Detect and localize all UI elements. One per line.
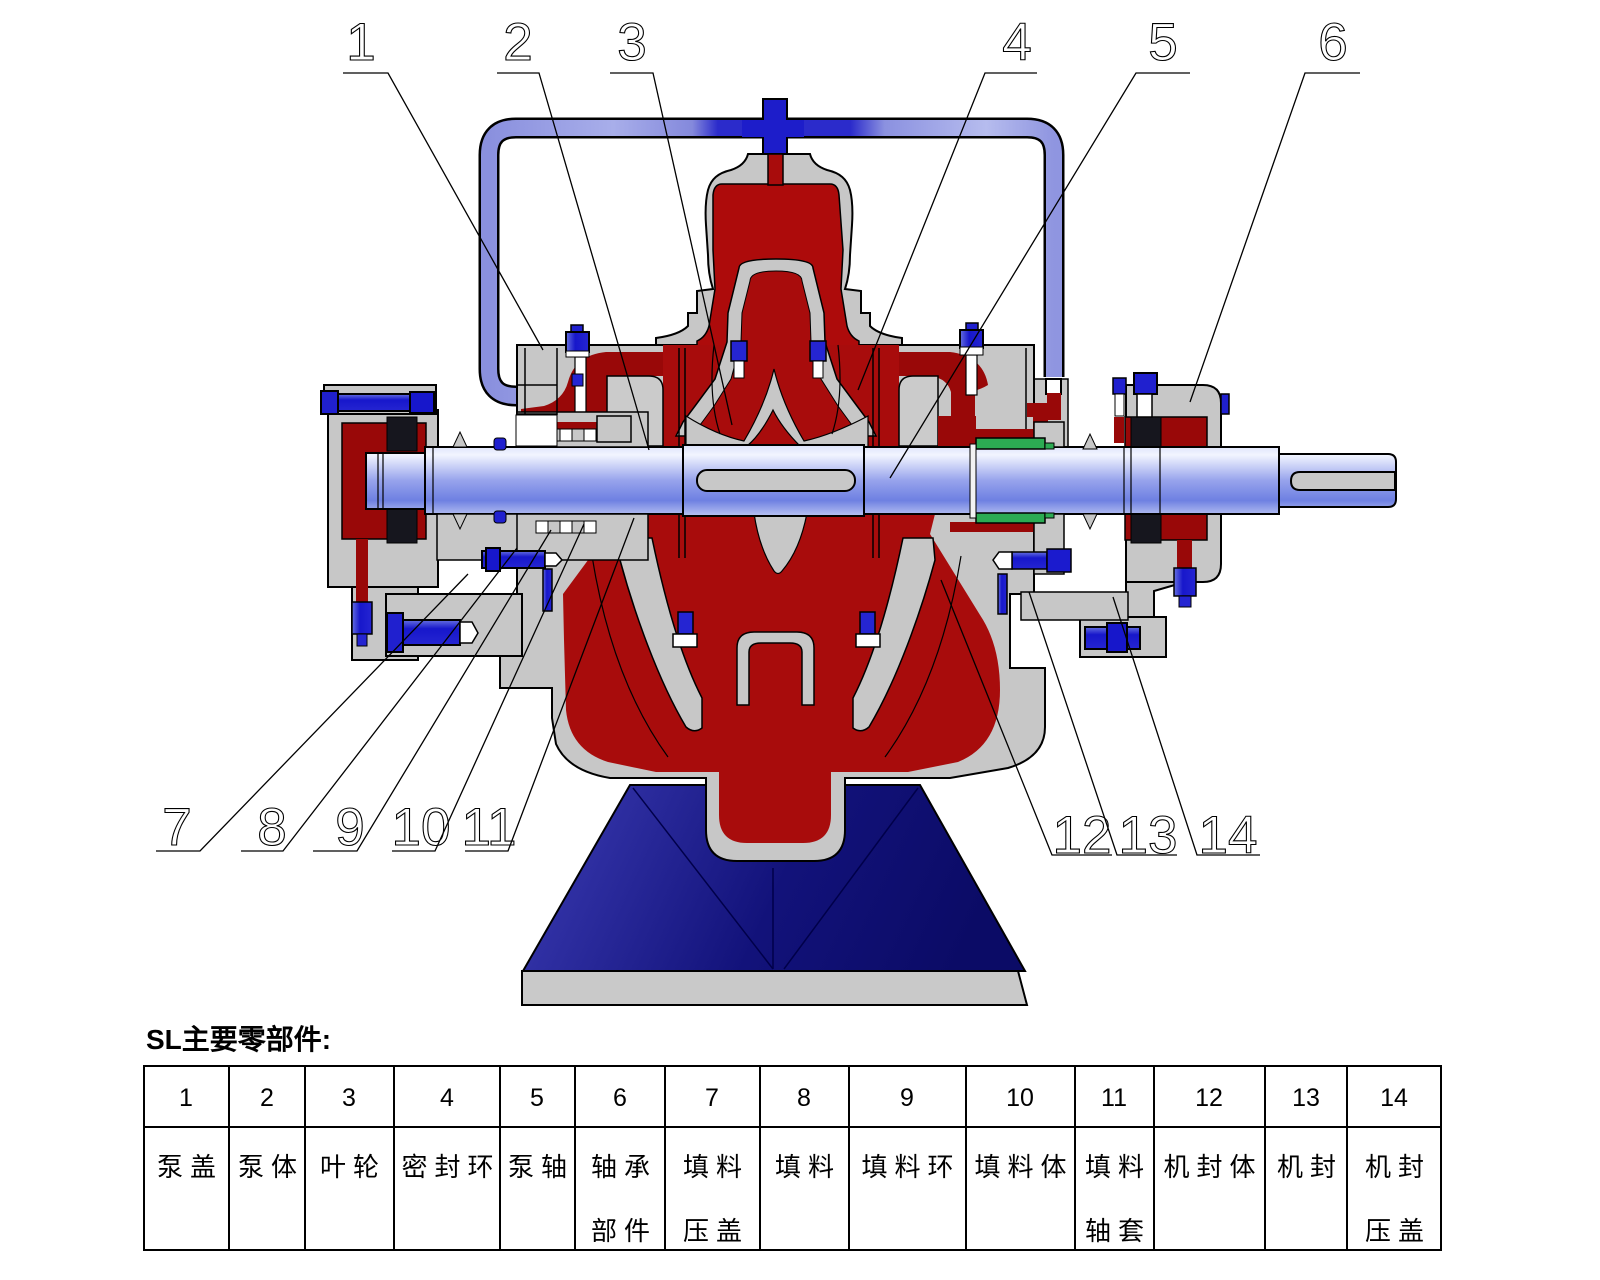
svg-text:SL主要零部件:: SL主要零部件: (146, 1024, 331, 1055)
svg-text:8: 8 (257, 798, 286, 857)
svg-text:8: 8 (797, 1084, 811, 1112)
svg-text:2: 2 (503, 13, 532, 72)
svg-text:13: 13 (1292, 1084, 1320, 1112)
svg-text:填料体: 填料体 (974, 1152, 1073, 1182)
svg-text:4: 4 (440, 1084, 454, 1112)
svg-text:叶轮: 叶轮 (320, 1152, 386, 1182)
svg-text:6: 6 (613, 1084, 627, 1112)
svg-text:泵体: 泵体 (238, 1152, 304, 1182)
svg-text:3: 3 (617, 13, 646, 72)
svg-text:7: 7 (162, 798, 191, 857)
svg-text:11: 11 (461, 798, 516, 857)
svg-text:填料环: 填料环 (861, 1152, 960, 1182)
svg-text:10: 10 (1006, 1084, 1034, 1112)
svg-text:3: 3 (342, 1084, 356, 1112)
svg-text:14: 14 (1380, 1084, 1408, 1112)
svg-text:1: 1 (346, 13, 375, 72)
svg-text:填料: 填料 (1085, 1152, 1151, 1182)
svg-text:10: 10 (392, 798, 451, 857)
svg-text:12: 12 (1195, 1084, 1223, 1112)
svg-text:机封体: 机封体 (1163, 1152, 1262, 1182)
svg-text:轴承: 轴承 (591, 1152, 657, 1182)
svg-text:6: 6 (1318, 13, 1347, 72)
svg-text:填料: 填料 (683, 1152, 749, 1182)
svg-text:7: 7 (705, 1084, 719, 1112)
svg-text:5: 5 (530, 1084, 544, 1112)
svg-text:14: 14 (1199, 806, 1258, 865)
svg-text:机封: 机封 (1277, 1152, 1343, 1182)
svg-text:密封环: 密封环 (401, 1152, 500, 1182)
svg-text:12: 12 (1053, 806, 1112, 865)
svg-text:部件: 部件 (591, 1216, 657, 1246)
svg-text:13: 13 (1119, 806, 1178, 865)
svg-text:1: 1 (179, 1084, 193, 1112)
svg-text:5: 5 (1148, 13, 1177, 72)
svg-text:泵盖: 泵盖 (157, 1152, 223, 1182)
svg-text:9: 9 (900, 1084, 914, 1112)
svg-text:轴套: 轴套 (1085, 1216, 1151, 1246)
svg-text:泵轴: 泵轴 (508, 1152, 574, 1182)
svg-text:2: 2 (260, 1084, 274, 1112)
svg-text:压盖: 压盖 (683, 1216, 749, 1246)
svg-text:压盖: 压盖 (1365, 1216, 1431, 1246)
svg-text:机封: 机封 (1365, 1152, 1431, 1182)
svg-text:4: 4 (1002, 13, 1031, 72)
svg-text:11: 11 (1101, 1084, 1127, 1112)
svg-text:填料: 填料 (775, 1152, 841, 1182)
svg-text:9: 9 (335, 798, 364, 857)
